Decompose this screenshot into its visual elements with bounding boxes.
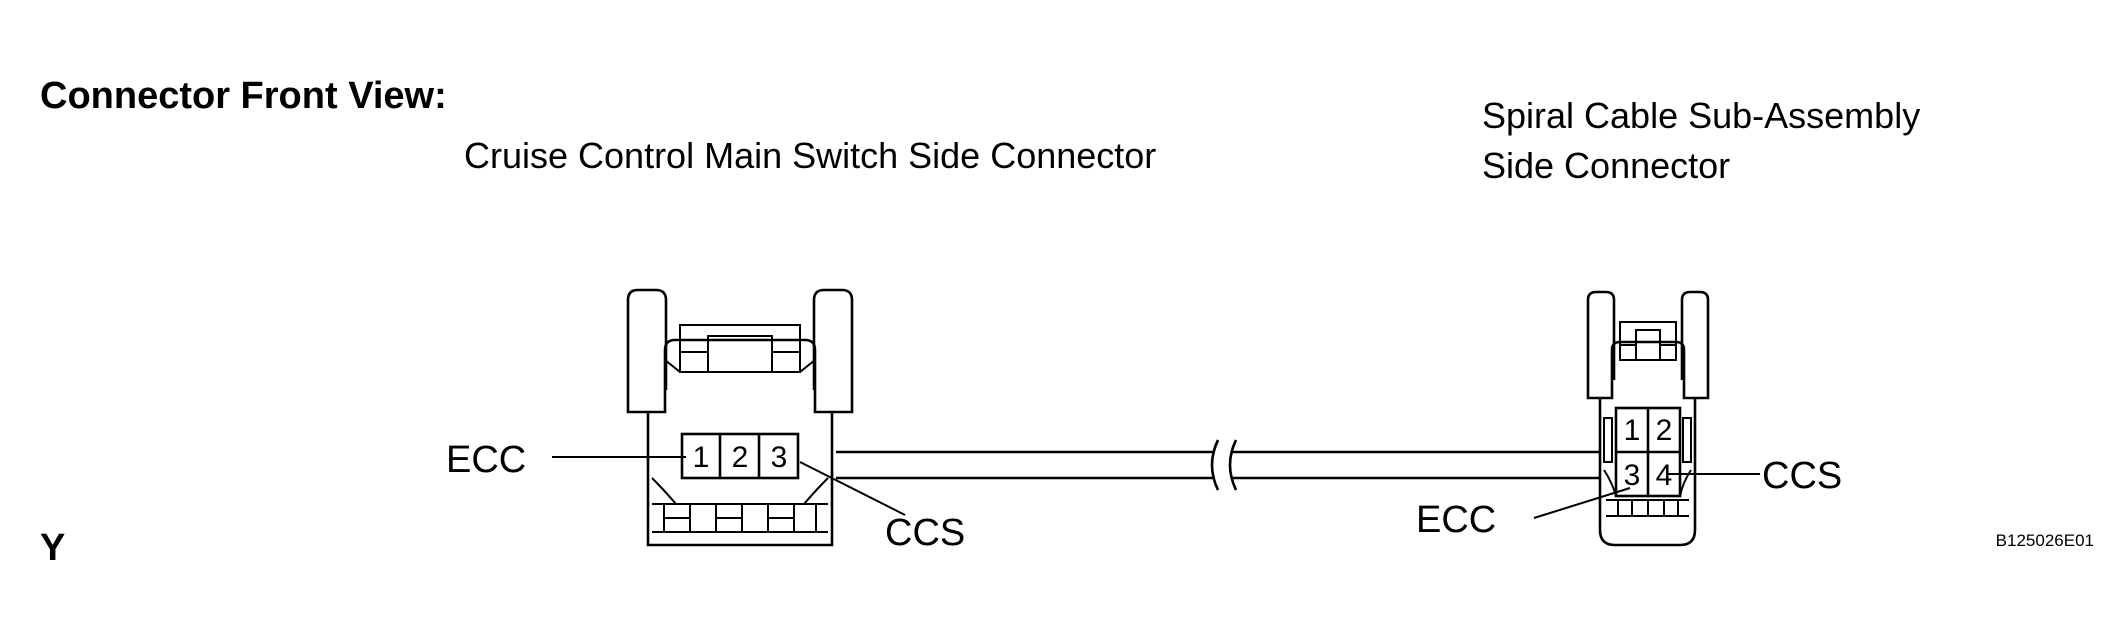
right-ecc-label: ECC	[1416, 499, 1496, 541]
left-ccs-label: CCS	[885, 512, 965, 554]
left-pin-2: 2	[732, 441, 749, 474]
figure-id: B125026E01	[1996, 531, 2094, 550]
left-ecc-label: ECC	[446, 439, 526, 481]
left-pin-1: 1	[693, 441, 710, 474]
right-pin-2: 2	[1656, 414, 1673, 447]
right-ccs-label: CCS	[1762, 455, 1842, 497]
right-ecc-leader	[1533, 487, 1631, 519]
right-pin-4: 4	[1656, 459, 1673, 492]
right-connector: 1 2 3 4	[1586, 290, 1710, 547]
harness-wires	[836, 439, 1600, 491]
right-pin-3: 3	[1624, 459, 1641, 492]
right-connector-title-line2: Side Connector	[1482, 145, 1730, 186]
color-code-label: Y	[40, 527, 65, 569]
right-connector-title-line1: Spiral Cable Sub-Assembly	[1482, 95, 1920, 136]
left-connector-title: Cruise Control Main Switch Side Connecto…	[464, 135, 1156, 176]
left-pin-3: 3	[771, 441, 788, 474]
left-ccs-leader	[799, 461, 906, 516]
left-connector: 1 2 3	[626, 288, 854, 547]
right-pin-1: 1	[1624, 414, 1641, 447]
heading: Connector Front View:	[40, 75, 447, 117]
